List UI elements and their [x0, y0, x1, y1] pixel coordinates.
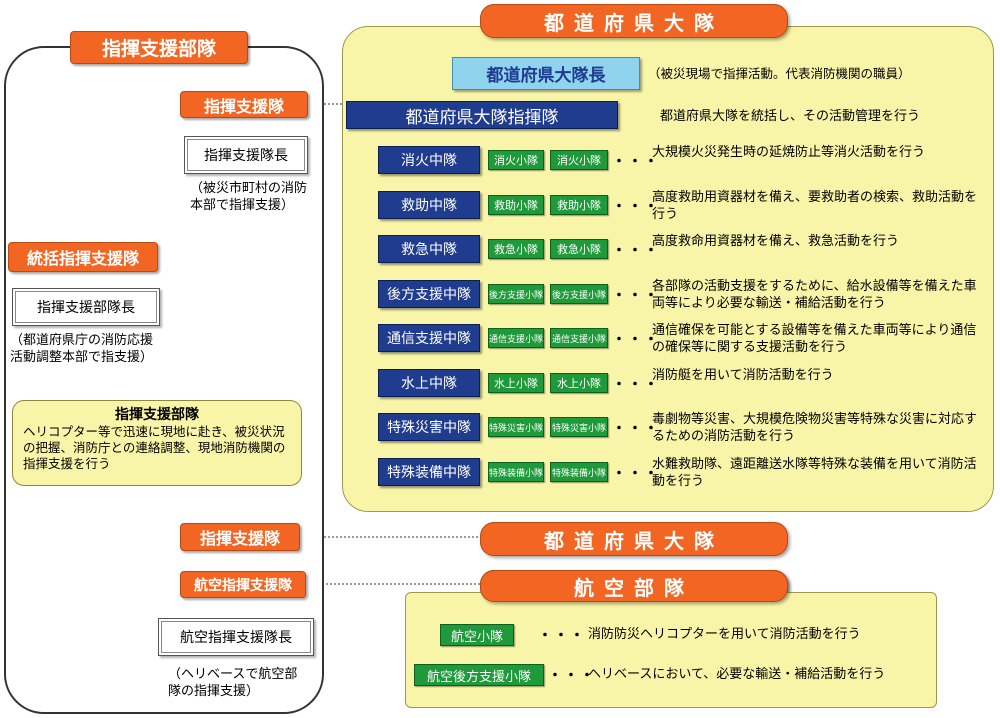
prefecture-commander-note: （被災現場で指揮活動。代表消防機関の職員） [648, 66, 911, 81]
company-box: 救助中隊 [378, 191, 480, 219]
company-box: 水上中隊 [378, 369, 480, 397]
company-dots: ・・・ [612, 421, 660, 437]
aviation-unit-2-dots: ・・・ [548, 668, 596, 684]
platoon-box: 救助小隊 [550, 195, 608, 215]
platoon-box: 水上小隊 [488, 373, 544, 393]
platoon-box: 特殊装備小隊 [550, 462, 608, 482]
platoon-box: 特殊災害小隊 [550, 417, 608, 437]
general-command-support-team: 統括指揮支援隊 [8, 242, 158, 272]
company-box: 救急中隊 [378, 235, 480, 263]
platoon-box: 通信支援小隊 [488, 328, 544, 348]
command-support-team-2: 指揮支援隊 [180, 523, 300, 551]
command-support-leader-box: 指揮支援隊長 [184, 136, 308, 174]
aviation-unit-1: 航空小隊 [440, 624, 514, 646]
company-desc: 毒劇物等災害、大規模危険物災害等特殊な災害に対応するための消防活動を行う [652, 412, 978, 444]
company-desc: 消防艇を用いて消防活動を行う [652, 368, 834, 383]
prefecture-header-bottom: 都道府県大隊 [480, 522, 788, 556]
platoon-box: 救急小隊 [488, 239, 544, 259]
platoon-box: 救助小隊 [488, 195, 544, 215]
company-box: 通信支援中隊 [378, 324, 480, 352]
platoon-box: 水上小隊 [550, 373, 608, 393]
company-desc: 各部隊の活動支援をするために、給水設備等を備えた車両等により必要な輸送・補給活動… [652, 279, 977, 311]
aviation-leader-note: （ヘリベースで航空部隊の指揮支援） [168, 667, 298, 699]
company-box: 特殊装備中隊 [378, 458, 480, 486]
company-dots: ・・・ [612, 332, 660, 348]
company-desc: 通信確保を可能とする設備等を備えた車両等により通信の確保等に関する支援活動を行う [652, 323, 977, 355]
platoon-box: 後方支援小隊 [488, 284, 544, 304]
company-box: 特殊災害中隊 [378, 413, 480, 441]
aviation-unit-2-desc: ヘリベースにおいて、必要な輸送・補給活動を行う [588, 667, 886, 682]
platoon-box: 消火小隊 [488, 150, 544, 170]
info-title: 指揮支援部隊 [115, 407, 199, 423]
aviation-leader-box: 航空指揮支援隊長 [158, 618, 314, 656]
command-support-info-box: 指揮支援部隊 ヘリコプター等で迅速に現地に赴き、被災状況の把握、消防庁との連絡調… [12, 400, 302, 486]
command-support-team-1: 指揮支援隊 [180, 91, 308, 118]
aviation-panel [405, 592, 937, 708]
company-box: 後方支援中隊 [378, 280, 480, 308]
company-box: 消火中隊 [378, 146, 480, 174]
prefecture-header-top: 都道府県大隊 [480, 4, 788, 38]
company-dots: ・・・ [612, 154, 660, 170]
company-dots: ・・・ [612, 199, 660, 215]
company-dots: ・・・ [612, 288, 660, 304]
hq-leader-note: （都道府県庁の消防応援活動調整本部で指支援） [10, 333, 154, 365]
aviation-command-support-team: 航空指揮支援隊 [180, 571, 306, 598]
aviation-unit-2: 航空後方支援小隊 [414, 664, 544, 686]
platoon-box: 特殊装備小隊 [488, 462, 544, 482]
company-dots: ・・・ [612, 377, 660, 393]
platoon-box: 救急小隊 [550, 239, 608, 259]
prefecture-command-unit: 都道府県大隊指揮隊 [346, 101, 618, 129]
platoon-box: 後方支援小隊 [550, 284, 608, 304]
company-desc: 大規模火災発生時の延焼防止等消火活動を行う [652, 145, 926, 160]
info-body: ヘリコプター等で迅速に現地に赴き、被災状況の把握、消防庁との連絡調整、現地消防機… [23, 424, 286, 471]
platoon-box: 消火小隊 [550, 150, 608, 170]
command-support-unit-header: 指揮支援部隊 [70, 31, 248, 64]
aviation-unit-1-desc: 消防防災ヘリコプターを用いて消防活動を行う [588, 627, 861, 642]
company-desc: 高度救助用資器材を備え、要救助者の検索、救助活動を行う [652, 190, 978, 222]
command-support-leader-note: （被災市町村の消防本部で指揮支援） [190, 181, 308, 213]
prefecture-command-unit-desc: 都道府県大隊を統括し、その活動管理を行う [660, 109, 921, 124]
company-dots: ・・・ [612, 243, 660, 259]
platoon-box: 通信支援小隊 [550, 328, 608, 348]
company-dots: ・・・ [612, 466, 660, 482]
platoon-box: 特殊災害小隊 [488, 417, 544, 437]
company-desc: 高度救命用資器材を備え、救急活動を行う [652, 234, 900, 249]
aviation-header-front: 航空部隊 [480, 570, 788, 602]
hq-leader-box: 指揮支援部隊長 [12, 288, 160, 326]
company-desc: 水難救助隊、遠距離送水隊等特殊な装備を用いて消防活動を行う [652, 457, 977, 489]
aviation-unit-1-dots: ・・・ [538, 628, 586, 644]
prefecture-commander: 都道府県大隊長 [452, 57, 640, 90]
